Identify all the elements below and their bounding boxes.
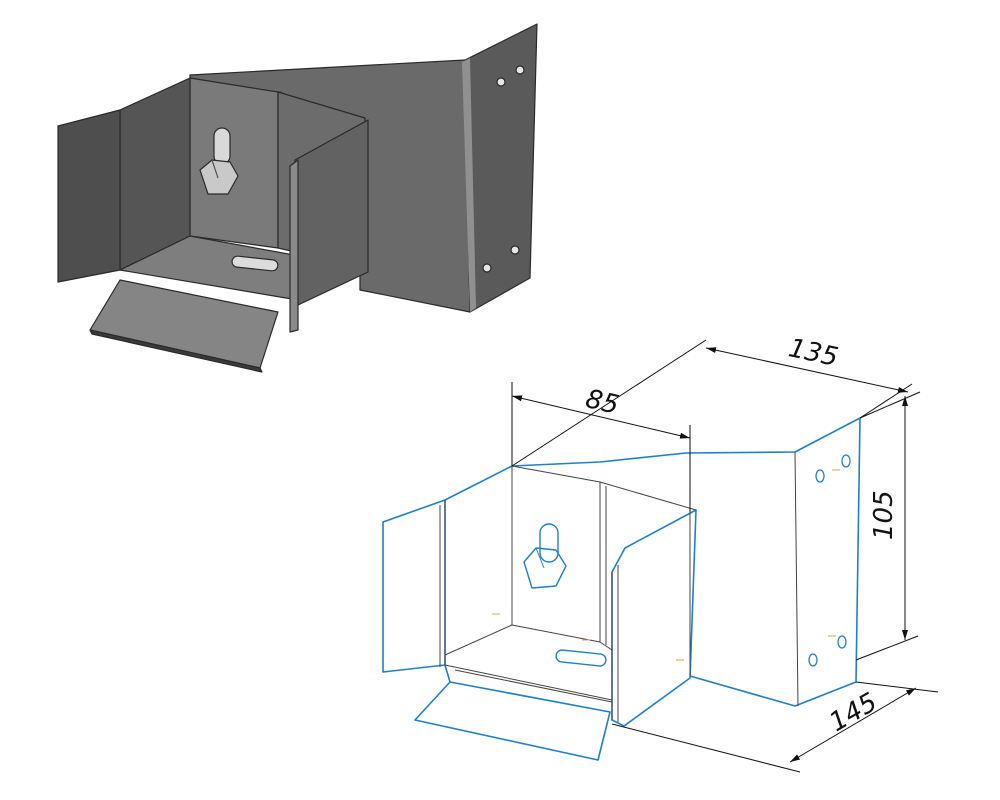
shaded-wall-slot bbox=[213, 127, 231, 165]
wire-left-flap bbox=[382, 499, 446, 673]
shaded-mount-flange bbox=[464, 23, 538, 313]
shaded-box-back-wall bbox=[189, 77, 279, 249]
wire-hex-bolt-icon bbox=[523, 547, 567, 589]
dimension-145-line bbox=[789, 687, 917, 763]
wire-flange-hole bbox=[808, 653, 818, 667]
dimension-lines bbox=[511, 339, 939, 773]
wire-wall-slot bbox=[539, 523, 559, 563]
shaded-flange-hole bbox=[510, 245, 520, 255]
shaded-flange-hole bbox=[496, 77, 506, 87]
wire-flange-hole bbox=[841, 454, 851, 468]
dimension-85-line bbox=[511, 395, 691, 439]
wireframe-bracket-model bbox=[382, 417, 861, 761]
wire-flange-hole bbox=[837, 635, 847, 649]
wire-right-front-wall bbox=[611, 509, 697, 727]
wire-flange-outline bbox=[689, 417, 861, 707]
wire-flange-hole bbox=[815, 469, 825, 483]
dimension-145-label: 145 bbox=[825, 687, 883, 738]
wire-back-top-edge bbox=[444, 417, 861, 501]
wire-floor-slot bbox=[555, 649, 607, 667]
wire-front-tab bbox=[414, 681, 611, 761]
shaded-left-flap bbox=[57, 109, 121, 283]
shaded-bracket-model bbox=[57, 23, 538, 373]
shaded-floor-slot bbox=[231, 255, 279, 272]
dimension-105-label: 105 bbox=[869, 490, 899, 540]
shaded-flange-hole bbox=[515, 65, 525, 75]
dimension-135-line bbox=[705, 347, 909, 393]
dimension-85-label: 85 bbox=[583, 384, 622, 421]
shaded-flange-hole bbox=[482, 263, 492, 273]
